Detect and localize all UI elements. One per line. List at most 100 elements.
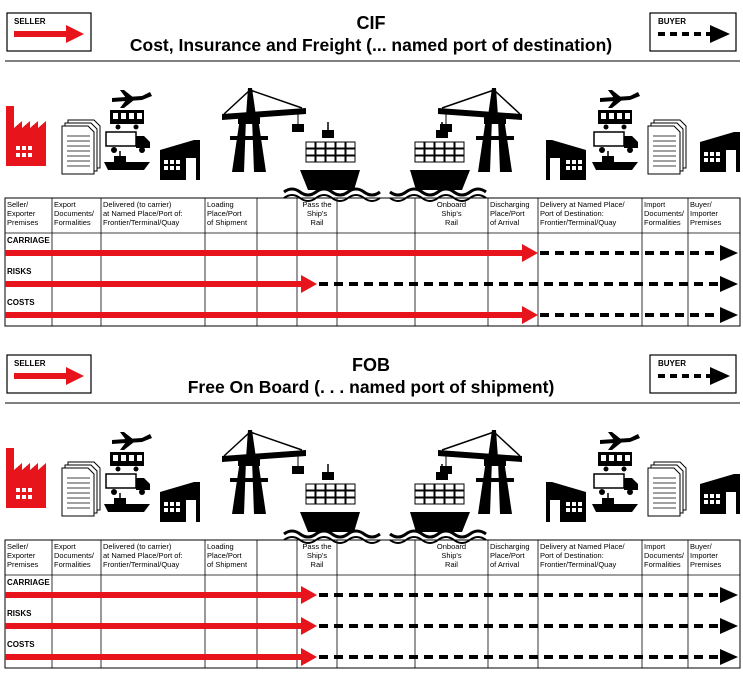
column-header-8: Discharging (490, 200, 530, 209)
column-header-2: at Named Place/Port of: (103, 209, 183, 218)
row-label-costs: COSTS (7, 298, 35, 307)
factory-icon (6, 448, 46, 508)
column-header-10: Formalities (644, 560, 681, 569)
seller-portion-bar (5, 654, 303, 660)
seller-arrow-shaft (14, 31, 70, 37)
column-header-1: Export (54, 542, 77, 551)
airplane-icon (600, 90, 640, 108)
seller-portion-bar (5, 250, 524, 256)
warehouse-icon (700, 132, 740, 172)
row-label-carriage: CARRIAGE (7, 578, 50, 587)
buyer-arrow-head (710, 367, 730, 385)
truck-icon (105, 473, 150, 495)
column-header-11: Premises (690, 560, 722, 569)
logistics-illustration (6, 430, 740, 544)
column-header-9: Frontier/Terminal/Quay (540, 218, 617, 227)
column-header-5: Pass the (302, 200, 331, 209)
seller-legend-label: SELLER (14, 17, 46, 26)
column-header-9: Frontier/Terminal/Quay (540, 560, 617, 569)
column-header-5: Ship's (307, 551, 327, 560)
column-header-0: Seller/ (7, 200, 29, 209)
ship-icon (104, 151, 150, 170)
seller-portion-bar (5, 623, 303, 629)
column-header-2: Frontier/Terminal/Quay (103, 560, 180, 569)
transport-stack (104, 432, 152, 512)
panel-subtitle: Free On Board (. . . named port of shipm… (188, 377, 555, 397)
column-header-10: Documents/ (644, 551, 685, 560)
column-header-9: Port of Destination: (540, 209, 604, 218)
column-header-7: Onboard (437, 200, 466, 209)
container-ship-icon (389, 464, 487, 544)
column-header-7: Rail (445, 560, 458, 569)
row-arrow-risks (5, 275, 738, 293)
container-ship-icon (283, 464, 381, 544)
column-header-11: Buyer/ (690, 200, 713, 209)
column-header-9: Port of Destination: (540, 551, 604, 560)
transport-stack (104, 90, 152, 170)
airplane-icon (600, 432, 640, 450)
column-header-2: Delivered (to carrier) (103, 542, 172, 551)
documents-icon (647, 119, 687, 175)
column-header-0: Exporter (7, 551, 36, 560)
warehouse-icon (160, 482, 200, 522)
panel-subtitle: Cost, Insurance and Freight (... named p… (130, 35, 612, 55)
seller-portion-head (301, 617, 317, 635)
buyer-legend-label: BUYER (658, 359, 686, 368)
column-header-0: Exporter (7, 209, 36, 218)
row-arrow-costs (5, 648, 738, 666)
seller-portion-head (301, 648, 317, 666)
transport-stack (592, 432, 640, 512)
seller-arrow-head (66, 367, 84, 385)
row-arrow-risks (5, 617, 738, 635)
factory-icon (6, 106, 46, 166)
column-header-2: Frontier/Terminal/Quay (103, 218, 180, 227)
truck-icon (593, 473, 638, 495)
column-header-10: Formalities (644, 218, 681, 227)
column-header-5: Rail (311, 560, 324, 569)
railcar-icon (598, 452, 632, 472)
truck-icon (593, 131, 638, 153)
crane-icon (438, 430, 522, 514)
container-ship-icon (389, 122, 487, 202)
column-header-3: of Shipment (207, 218, 248, 227)
railcar-icon (110, 110, 144, 130)
row-label-risks: RISKS (7, 267, 32, 276)
column-header-2: at Named Place/Port of: (103, 551, 183, 560)
buyer-portion-head (720, 307, 738, 323)
ship-icon (592, 493, 638, 512)
seller-portion-bar (5, 281, 303, 287)
seller-legend-label: SELLER (14, 359, 46, 368)
column-header-3: Loading (207, 542, 234, 551)
panel-code: FOB (352, 355, 390, 375)
column-header-7: Rail (445, 218, 458, 227)
column-header-0: Premises (7, 218, 39, 227)
seller-portion-bar (5, 312, 524, 318)
column-header-3: Place/Port (207, 209, 243, 218)
column-header-0: Premises (7, 560, 39, 569)
ship-icon (104, 493, 150, 512)
seller-portion-head (522, 244, 538, 262)
documents-icon (61, 461, 101, 517)
panel-code: CIF (357, 13, 386, 33)
row-label-risks: RISKS (7, 609, 32, 618)
warehouse-icon (546, 482, 586, 522)
column-header-1: Documents/ (54, 209, 95, 218)
seller-portion-head (301, 586, 317, 604)
crane-icon (438, 88, 522, 172)
column-header-0: Seller/ (7, 542, 29, 551)
truck-icon (105, 131, 150, 153)
column-header-8: of Arrival (490, 560, 520, 569)
column-header-11: Buyer/ (690, 542, 713, 551)
column-header-3: Place/Port (207, 551, 243, 560)
column-header-1: Documents/ (54, 551, 95, 560)
airplane-icon (112, 90, 152, 108)
column-header-10: Documents/ (644, 209, 685, 218)
column-header-11: Importer (690, 551, 718, 560)
seller-arrow-shaft (14, 373, 70, 379)
logistics-illustration (6, 88, 740, 202)
seller-arrow-head (66, 25, 84, 43)
row-arrow-carriage (5, 586, 738, 604)
warehouse-icon (700, 474, 740, 514)
